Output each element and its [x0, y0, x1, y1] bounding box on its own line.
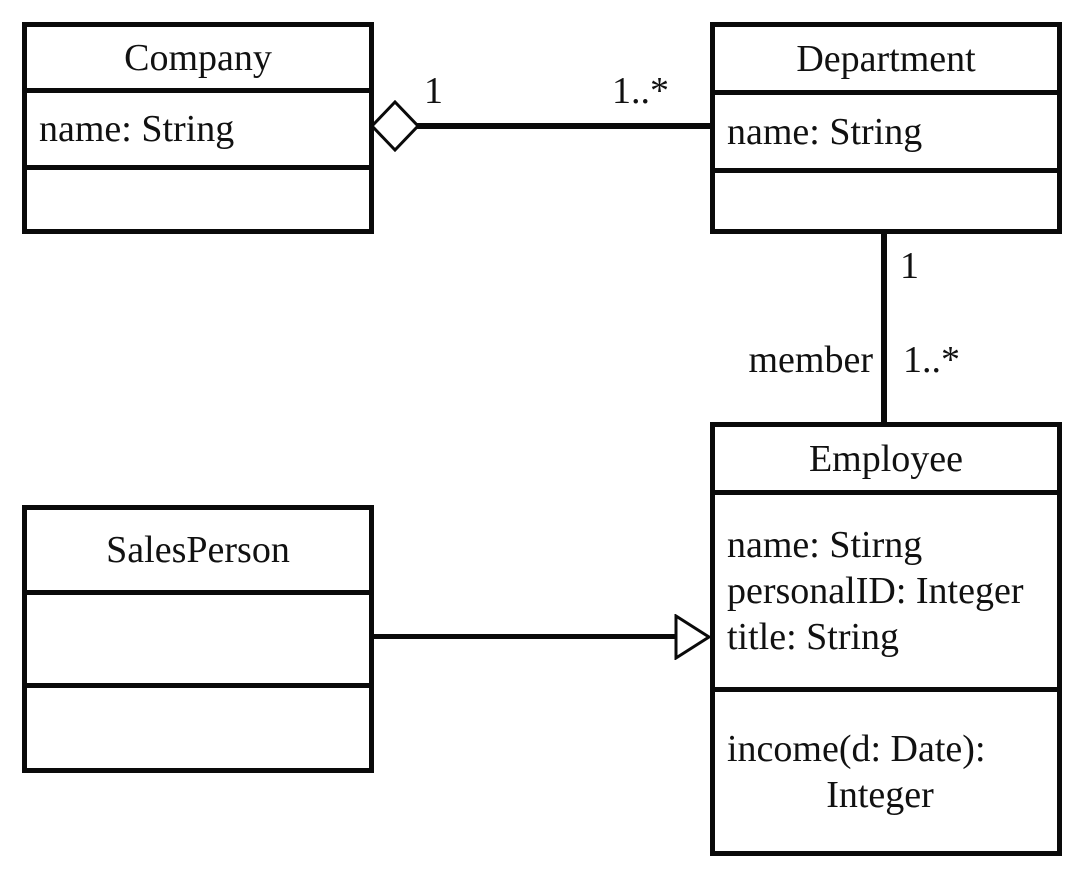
- class-name-company: Company: [27, 27, 369, 93]
- attribute-line: name: String: [39, 108, 235, 150]
- attribute-line: name: Stirng: [727, 524, 923, 566]
- generalization-edge-salesperson-employee: [373, 634, 679, 639]
- class-name-employee: Employee: [715, 427, 1057, 495]
- multiplicity-label-employee-end: 1..*: [903, 339, 960, 381]
- method-line-continuation: Integer: [826, 773, 934, 816]
- methods-compartment-department-empty: [715, 173, 1057, 229]
- attributes-compartment-company: name: String: [27, 93, 369, 170]
- attributes-compartment-department: name: String: [715, 95, 1057, 173]
- class-name-salesperson: SalesPerson: [27, 510, 369, 595]
- association-edge-department-employee: [881, 234, 887, 422]
- class-name-department: Department: [715, 27, 1057, 95]
- attributes-compartment-employee: name: Stirng personalID: Integer title: …: [715, 495, 1057, 692]
- class-box-department: Department name: String: [710, 22, 1062, 234]
- multiplicity-label-department-end: 1: [900, 245, 919, 287]
- method-line: income(d: Date):: [727, 727, 986, 770]
- class-box-company: Company name: String: [22, 22, 374, 234]
- methods-compartment-employee: income(d: Date): Integer: [715, 692, 1057, 851]
- generalization-triangle-icon: [674, 614, 712, 660]
- attribute-line: title: String: [727, 616, 900, 658]
- aggregation-edge-company-department: [412, 123, 710, 129]
- attribute-line: name: String: [727, 110, 923, 153]
- multiplicity-label-department-side: 1..*: [612, 70, 669, 112]
- class-box-salesperson: SalesPerson: [22, 505, 374, 773]
- methods-compartment-company-empty: [27, 170, 369, 229]
- aggregation-diamond-icon: [370, 100, 420, 152]
- multiplicity-label-company-side: 1: [424, 70, 443, 112]
- attributes-compartment-salesperson-empty: [27, 595, 369, 688]
- attribute-line: personalID: Integer: [727, 570, 1024, 612]
- class-box-employee: Employee name: Stirng personalID: Intege…: [710, 422, 1062, 856]
- methods-compartment-salesperson-empty: [27, 688, 369, 768]
- role-label-member: member: [748, 339, 873, 381]
